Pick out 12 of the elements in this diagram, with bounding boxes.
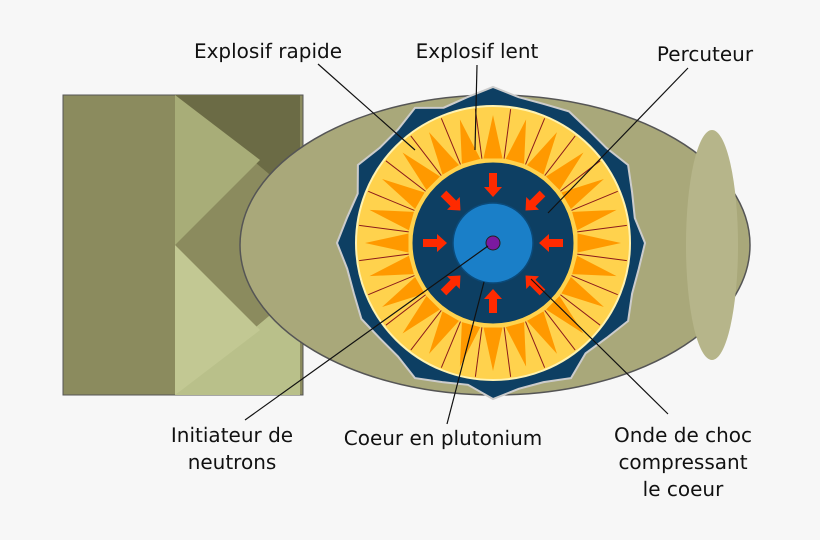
leader-line (548, 68, 688, 214)
leader-line (244, 246, 488, 420)
part-label: Onde de choc compressant le coeur (608, 422, 758, 503)
part-label: Coeur en plutonium (344, 425, 542, 452)
part-label: Explosif rapide (194, 38, 342, 65)
leader-line (318, 64, 416, 150)
part-label: Initiateur de neutrons (147, 422, 317, 476)
leader-line (530, 278, 668, 414)
part-label: Percuteur (656, 41, 754, 68)
leader-line (474, 64, 478, 150)
leader-line (446, 282, 485, 424)
part-label: Explosif lent (416, 38, 538, 65)
